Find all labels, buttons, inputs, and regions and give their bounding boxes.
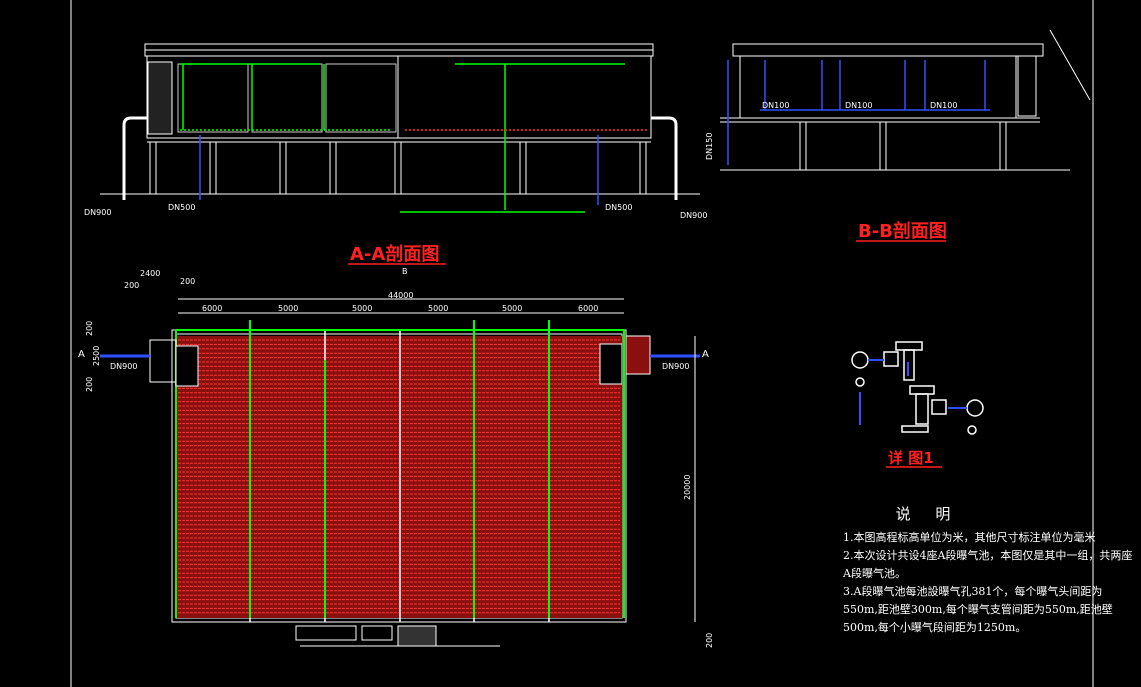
aa-pipe-label-3: DN500 (605, 203, 632, 212)
plan-marker-b: B (402, 267, 408, 276)
plan-side-dim-1: 200 (85, 321, 94, 336)
aa-blue-pipes (199, 135, 599, 205)
plan-left-dim-3: 200 (180, 277, 195, 286)
plan-bay-dim-2: 5000 (278, 304, 298, 313)
bb-pipe-label-4: DN150 (705, 133, 714, 160)
plan-view: 44000 6000 5000 5000 5000 5000 6000 2400… (78, 267, 714, 648)
section-bb (720, 29, 1091, 171)
notes-block: 说 明 1.本图高程标高单位为米，其他尺寸标注单位为毫米 2.本次设计共设4座A… (843, 505, 1133, 637)
plan-diffuser-lines (178, 339, 620, 614)
plan-marker-a-right: A (702, 349, 709, 360)
plan-marker-a-left: A (78, 349, 85, 360)
plan-bay-dim-6: 6000 (578, 304, 598, 313)
aa-pipe-label-4: DN900 (680, 211, 707, 220)
section-bb-title: B-B剖面图 (858, 220, 947, 242)
aa-tank-outline (146, 55, 652, 139)
plan-total-width: 44000 (388, 291, 413, 300)
detail1-title: 详 图1 (888, 449, 934, 467)
plan-bottom-dim: 200 (705, 633, 714, 648)
section-aa (100, 43, 700, 200)
plan-left-dim-2: 200 (124, 281, 139, 290)
aa-pipe-label-1: DN900 (84, 208, 111, 217)
aa-pipe-label-2: DN500 (168, 203, 195, 212)
notes-item-3: 3.A段曝气池每池設曝气孔381个，每个曝气头间距为550m,距池壁300m,每… (843, 585, 1113, 634)
notes-heading: 说 明 (895, 505, 961, 523)
bb-handrail (732, 43, 1044, 57)
plan-height-dim: 20000 (683, 475, 692, 500)
plan-bay-dim-1: 6000 (202, 304, 222, 313)
plan-bay-dim-5: 5000 (502, 304, 522, 313)
notes-item-1: 1.本图高程标高单位为米，其他尺寸标注单位为毫米 (843, 531, 1096, 544)
plan-bay-dim-3: 5000 (352, 304, 372, 313)
plan-side-dim-2: 2500 (92, 346, 101, 366)
section-aa-title: A-A剖面图 (350, 243, 439, 265)
notes-item-2: 2.本次设计共设4座A段曝气池，本图仅是其中一组，共两座A段曝气池。 (843, 549, 1133, 580)
plan-left-dim-1: 2400 (140, 269, 160, 278)
bb-blue-pipes (727, 60, 990, 165)
detail-1 (851, 341, 984, 435)
plan-bay-dim-4: 5000 (428, 304, 448, 313)
bb-pipe-label-1: DN100 (762, 101, 789, 110)
plan-side-dim-3: 200 (85, 377, 94, 392)
aa-green-pipes (180, 63, 648, 213)
bb-pipe-label-3: DN100 (930, 101, 957, 110)
plan-diffuser-grid (176, 336, 622, 618)
plan-inlet-left: DN900 (110, 362, 137, 371)
bb-pipe-label-2: DN100 (845, 101, 872, 110)
plan-inlet-right: DN900 (662, 362, 689, 371)
